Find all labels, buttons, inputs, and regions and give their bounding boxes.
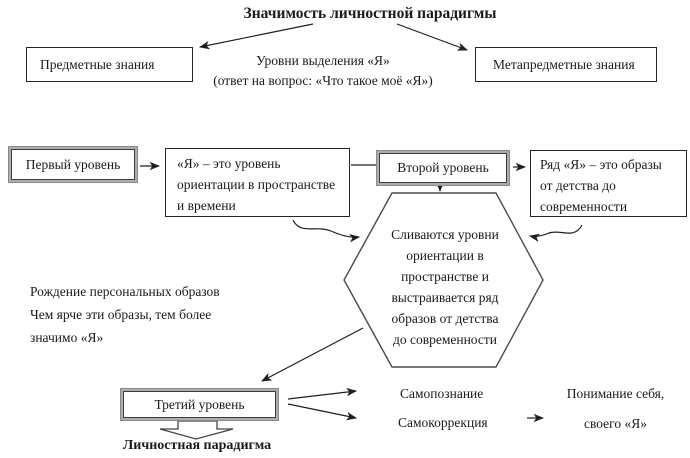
- diagram-title: Значимость личностной парадигмы: [243, 5, 497, 22]
- arrow-third-to-self-correction: [287, 403, 358, 421]
- second-level-desc-box: Ряд «Я» – это образы от детства до совре…: [530, 150, 687, 217]
- first-level-box: Первый уровень: [11, 149, 135, 180]
- levels-caption-line2: (ответ на вопрос: «Что такое моё «Я»): [213, 73, 433, 88]
- side-note-line2: Чем ярче эти образы, тем более: [30, 307, 212, 322]
- hexagon-line6: до современности: [392, 332, 498, 347]
- side-note-line1: Рождение персональных образов: [30, 284, 220, 299]
- personal-paradigm-label: Личностная парадигма: [122, 438, 272, 453]
- first-level-label: Первый уровень: [25, 156, 121, 172]
- second-level-desc-line3: современности: [540, 199, 628, 214]
- second-level-desc-line1: Ряд «Я» – это образы: [540, 157, 662, 172]
- hexagon-line5: образов от детства: [391, 311, 499, 326]
- self-knowledge-label: Самопознание: [400, 386, 484, 401]
- hexagon-shape: [343, 192, 544, 368]
- hexagon-line1: Сливаются уровни: [391, 227, 499, 242]
- first-level-desc-line3: и времени: [177, 198, 236, 213]
- first-level-desc-line2: ориентации в пространстве: [177, 177, 336, 192]
- third-level-label: Третий уровень: [154, 396, 245, 412]
- arrow-hexagon-to-third-level: [261, 327, 364, 382]
- arrow-title-to-meta: [396, 23, 468, 51]
- block-down-arrow: [159, 420, 234, 440]
- arrow-third-to-self-knowledge: [287, 387, 358, 400]
- curved-arrow-desc-to-hexagon: [292, 219, 361, 243]
- first-level-desc-box: «Я» – это уровень ориентации в пространс…: [165, 148, 350, 217]
- hexagon-line2: ориентации в: [406, 248, 484, 263]
- result-label: Понимание себя, своего «Я»: [563, 386, 668, 432]
- meta-knowledge-box: Метапредметные знания: [475, 47, 657, 82]
- hexagon-line3: пространстве и: [401, 269, 489, 284]
- arrow-title-to-subject: [198, 23, 314, 50]
- curved-arrow-series-to-hexagon: [528, 224, 583, 242]
- levels-caption: Уровни выделения «Я» (ответ на вопрос: «…: [213, 51, 433, 91]
- self-correction-label: Самокоррекция: [398, 415, 488, 430]
- subject-knowledge-box: Предметные знания: [26, 47, 193, 82]
- result-line2: своего «Я»: [583, 416, 647, 431]
- meta-knowledge-label: Метапредметные знания: [493, 56, 635, 72]
- side-note-line3: значимо «Я»: [30, 330, 104, 345]
- second-level-desc-line2: от детства до: [540, 178, 616, 193]
- second-level-box: Второй уровень: [379, 153, 507, 183]
- levels-caption-line1: Уровни выделения «Я»: [256, 53, 390, 68]
- first-level-desc-line1: «Я» – это уровень: [177, 156, 281, 171]
- third-level-box: Третий уровень: [123, 391, 276, 418]
- second-level-label: Второй уровень: [397, 160, 489, 175]
- result-line1: Понимание себя,: [566, 386, 665, 401]
- subject-knowledge-label: Предметные знания: [40, 56, 155, 72]
- hexagon-line4: выстраивается ряд: [391, 290, 499, 305]
- hexagon-text: Сливаются уровни ориентации в пространст…: [352, 224, 538, 350]
